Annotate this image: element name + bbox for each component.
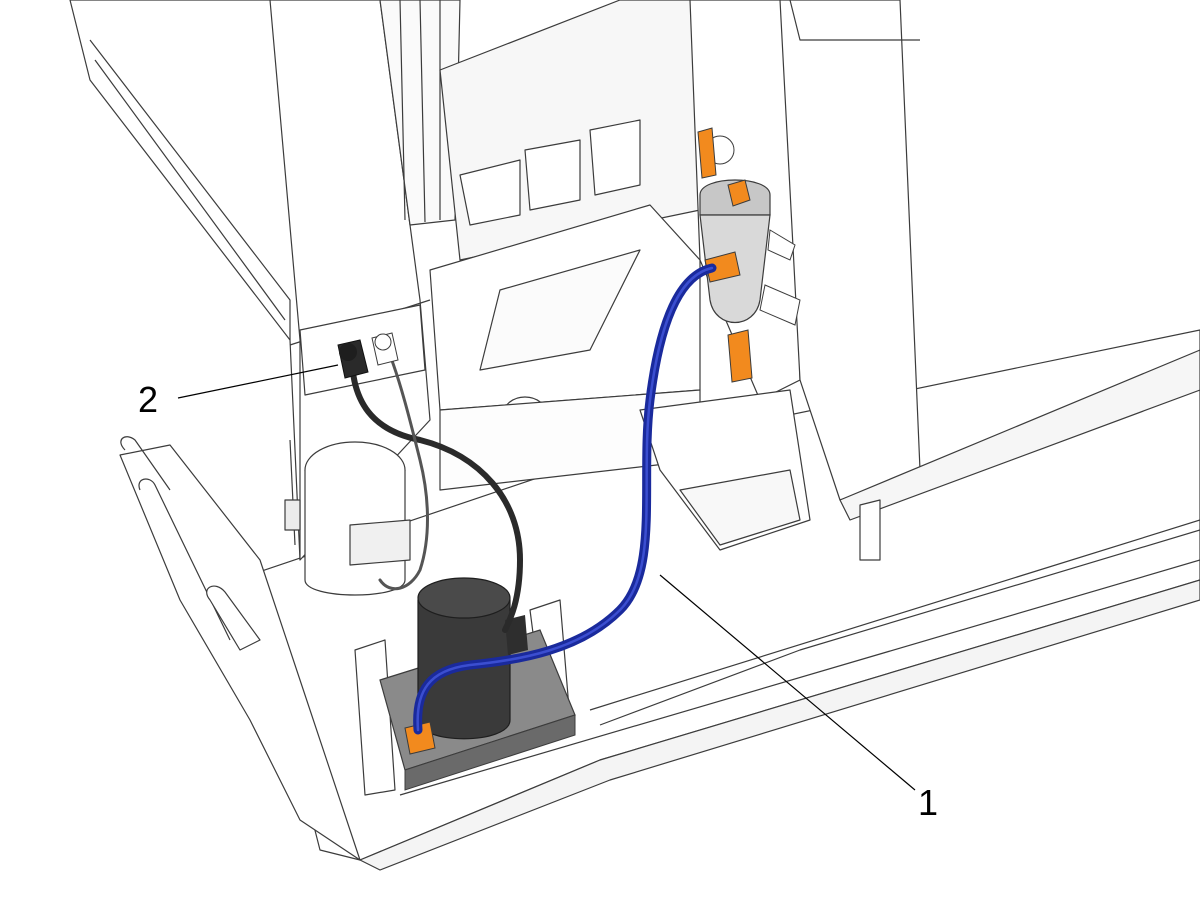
slide-rail <box>379 0 461 226</box>
handle-bracket <box>119 436 361 861</box>
frame-opening <box>429 204 701 491</box>
sensor-plug <box>371 332 399 366</box>
sensor-cable <box>378 348 429 591</box>
power-plug <box>337 339 369 379</box>
coolant-tank <box>284 439 411 596</box>
power-cable <box>349 362 524 633</box>
coolant-hose-highlight <box>416 266 714 732</box>
chip-chute <box>639 389 811 551</box>
pump-motor <box>417 577 528 740</box>
callout-label-2: 2 <box>138 379 158 420</box>
orange-fittings <box>404 127 753 755</box>
callout-label-1: 1 <box>918 782 938 823</box>
callout-2-leader <box>177 364 339 399</box>
back-wall <box>439 0 701 261</box>
callout-1-leader <box>659 574 916 791</box>
